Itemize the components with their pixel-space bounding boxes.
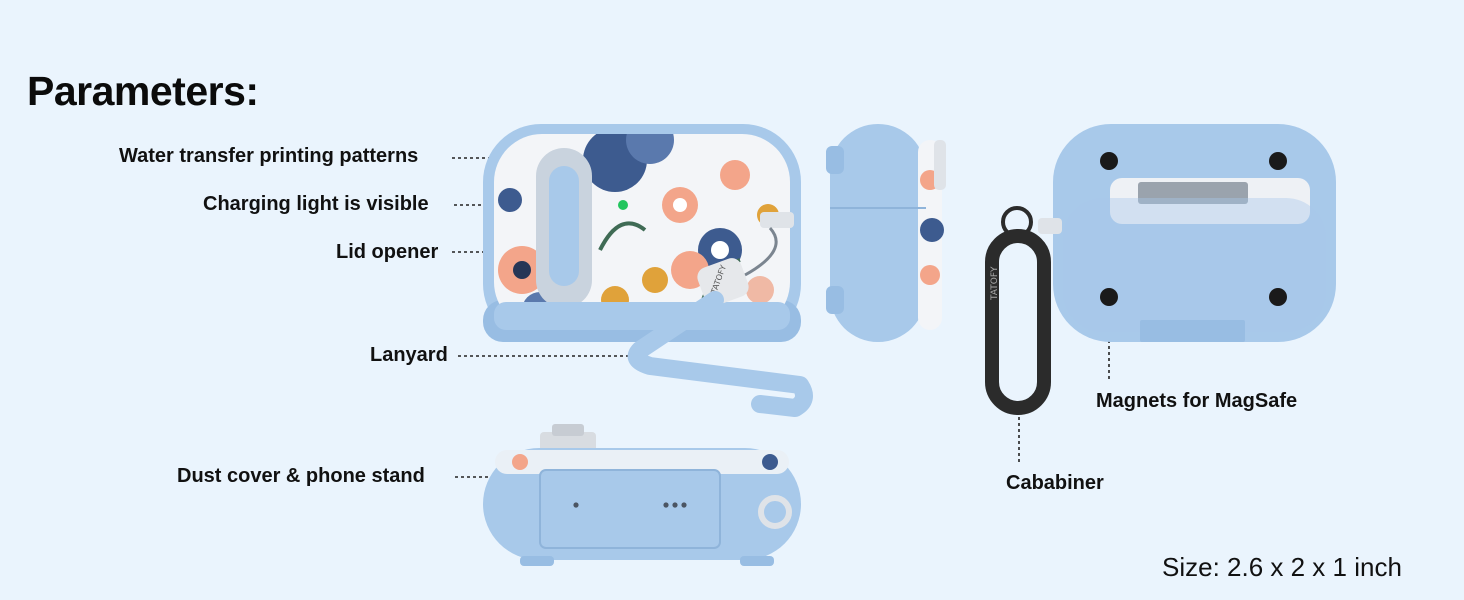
- lanyard: TATOFY: [627, 226, 813, 417]
- floral-pattern: [498, 134, 779, 328]
- front-case: [483, 124, 801, 342]
- magnet-dots: [1100, 152, 1287, 306]
- callout-lid-opener: Lid opener: [336, 241, 439, 263]
- back-case: [1038, 124, 1336, 342]
- callout-charging-light: Charging light is visible: [203, 193, 429, 215]
- side-case: [826, 124, 946, 342]
- callout-cababiner: Cababiner: [1006, 472, 1104, 494]
- callout-dust-cover: Dust cover & phone stand: [177, 465, 425, 487]
- carabiner: TATOFY: [985, 206, 1051, 415]
- page-title: Parameters:: [27, 68, 259, 114]
- callout-lanyard: Lanyard: [370, 344, 448, 366]
- size-spec: Size: 2.6 x 2 x 1 inch: [1162, 552, 1402, 582]
- callout-water-transfer: Water transfer printing patterns: [119, 145, 419, 167]
- bottom-case: [483, 424, 801, 566]
- charging-led-icon: [618, 200, 628, 210]
- callout-magsafe: Magnets for MagSafe: [1096, 390, 1298, 412]
- carabiner-brand: TATOFY: [990, 266, 1000, 301]
